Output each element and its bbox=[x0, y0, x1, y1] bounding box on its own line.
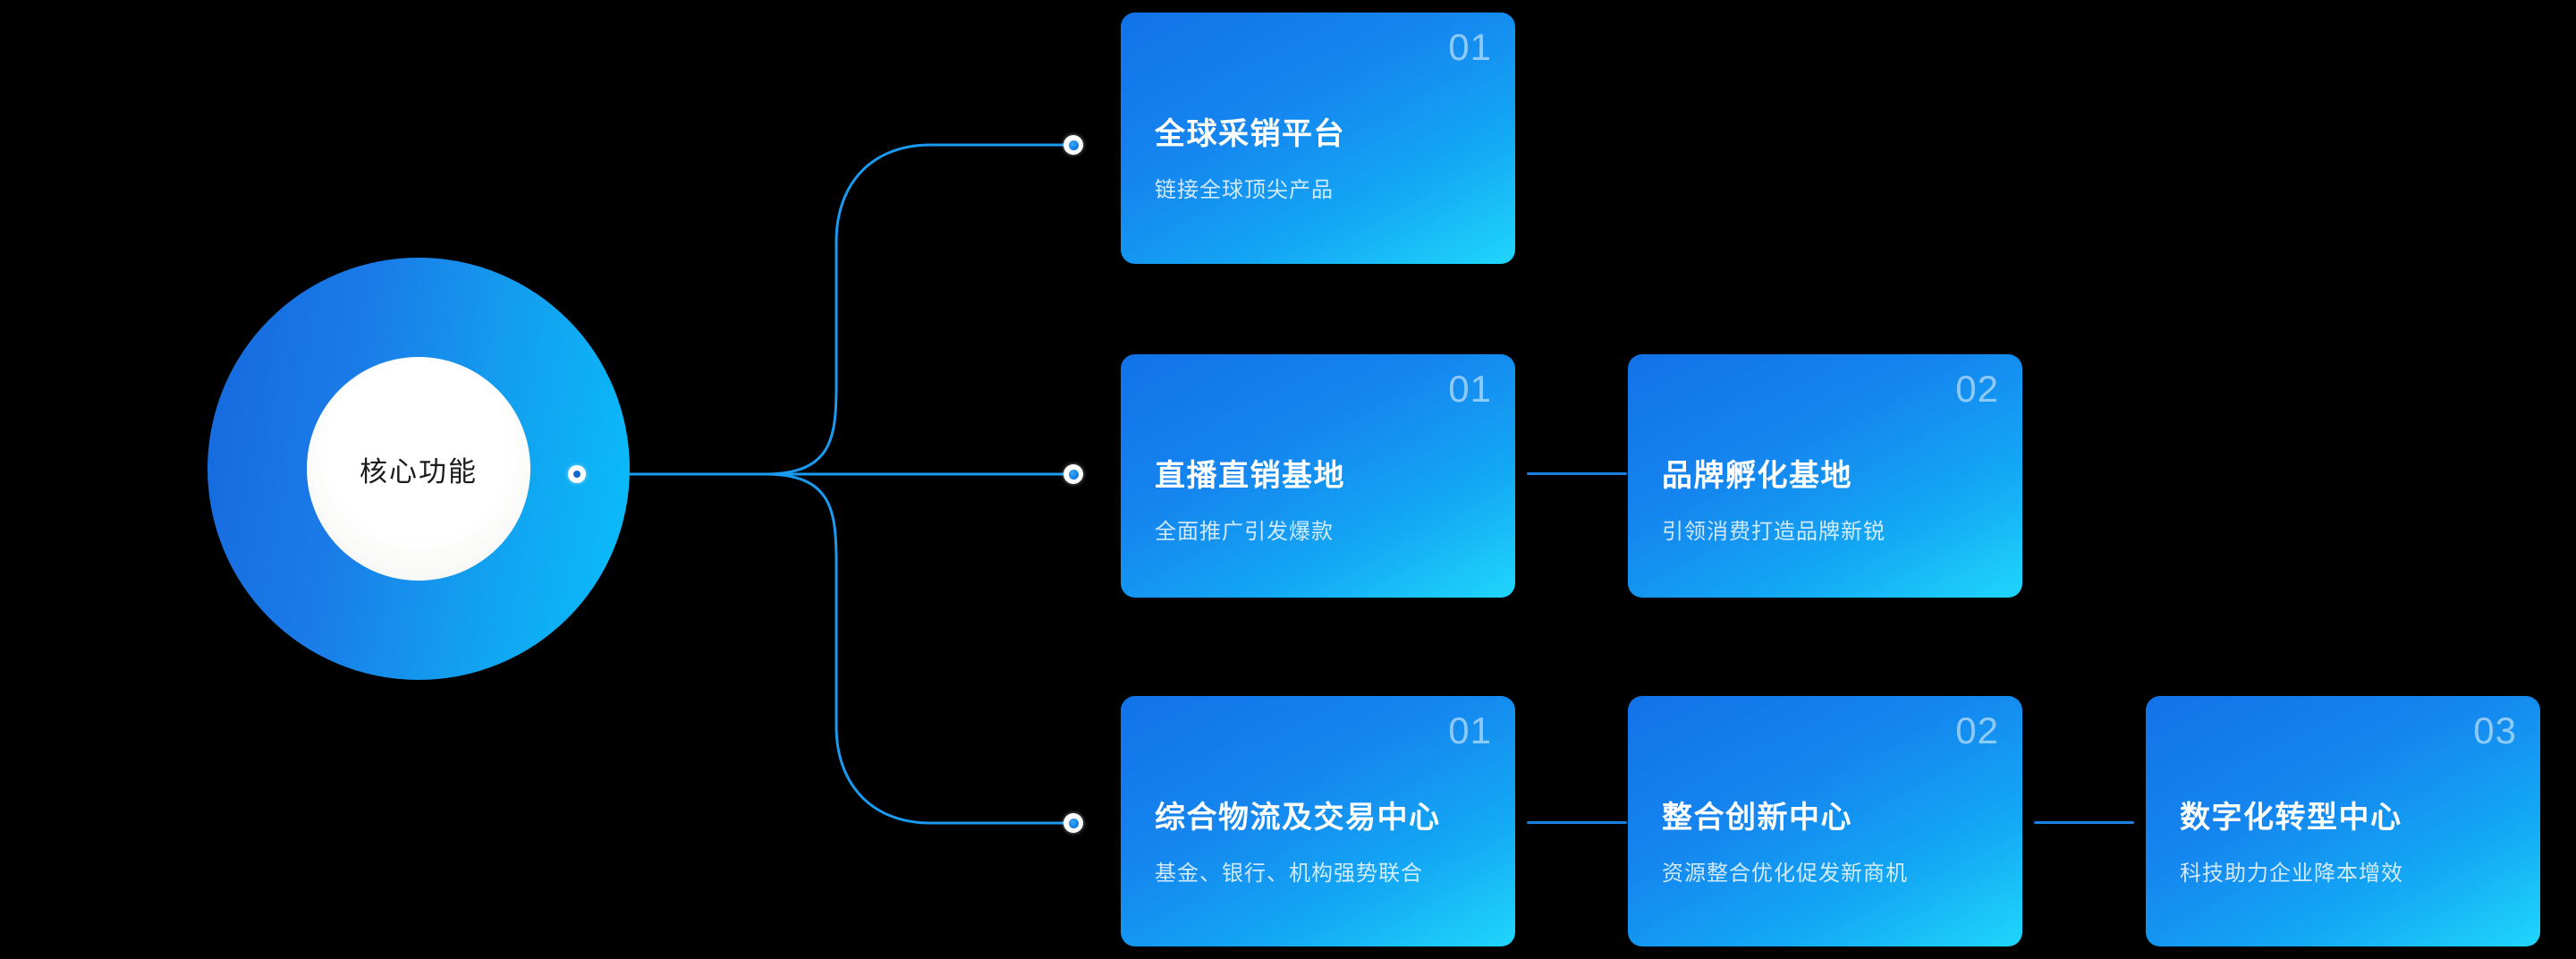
core-hub-inner: 核心功能 bbox=[307, 357, 530, 581]
card-integrated-logistics-trading-center[interactable]: 01 综合物流及交易中心 基金、银行、机构强势联合 bbox=[1121, 696, 1515, 946]
card-title: 品牌孵化基地 bbox=[1662, 459, 1852, 493]
card-link-bar-row3-b bbox=[2034, 821, 2134, 824]
card-title: 综合物流及交易中心 bbox=[1155, 801, 1441, 835]
card-title: 数字化转型中心 bbox=[2180, 801, 2402, 835]
card-global-sourcing-platform[interactable]: 01 全球采销平台 链接全球顶尖产品 bbox=[1121, 13, 1515, 264]
card-title: 直播直销基地 bbox=[1155, 459, 1345, 493]
hub-connector-dot[interactable] bbox=[568, 465, 586, 483]
card-subtitle: 引领消费打造品牌新锐 bbox=[1662, 520, 1885, 544]
card-subtitle: 链接全球顶尖产品 bbox=[1155, 178, 1334, 202]
card-number: 01 bbox=[1448, 26, 1492, 68]
card-number: 02 bbox=[1955, 709, 1999, 751]
card-subtitle: 基金、银行、机构强势联合 bbox=[1155, 861, 1423, 886]
card-number: 02 bbox=[1955, 368, 1999, 410]
card-title: 全球采销平台 bbox=[1155, 117, 1345, 151]
branch-dot-1[interactable] bbox=[1063, 135, 1083, 155]
card-number: 01 bbox=[1448, 709, 1492, 751]
card-title: 整合创新中心 bbox=[1662, 801, 1852, 835]
core-hub-label: 核心功能 bbox=[360, 455, 478, 488]
card-link-bar-row2 bbox=[1527, 472, 1627, 475]
core-hub[interactable]: 核心功能 bbox=[208, 258, 630, 680]
card-subtitle: 资源整合优化促发新商机 bbox=[1662, 861, 1908, 886]
card-subtitle: 全面推广引发爆款 bbox=[1155, 520, 1334, 544]
card-integration-innovation-center[interactable]: 02 整合创新中心 资源整合优化促发新商机 bbox=[1628, 696, 2022, 946]
branch-dot-3[interactable] bbox=[1063, 813, 1083, 833]
card-subtitle: 科技助力企业降本增效 bbox=[2180, 861, 2403, 886]
card-brand-incubation-base[interactable]: 02 品牌孵化基地 引领消费打造品牌新锐 bbox=[1628, 354, 2022, 598]
branch-dot-2[interactable] bbox=[1063, 464, 1083, 484]
card-number: 03 bbox=[2473, 709, 2517, 751]
card-live-direct-sales-base[interactable]: 01 直播直销基地 全面推广引发爆款 bbox=[1121, 354, 1515, 598]
card-link-bar-row3-a bbox=[1527, 821, 1627, 824]
card-digital-transformation-center[interactable]: 03 数字化转型中心 科技助力企业降本增效 bbox=[2146, 696, 2540, 946]
card-number: 01 bbox=[1448, 368, 1492, 410]
